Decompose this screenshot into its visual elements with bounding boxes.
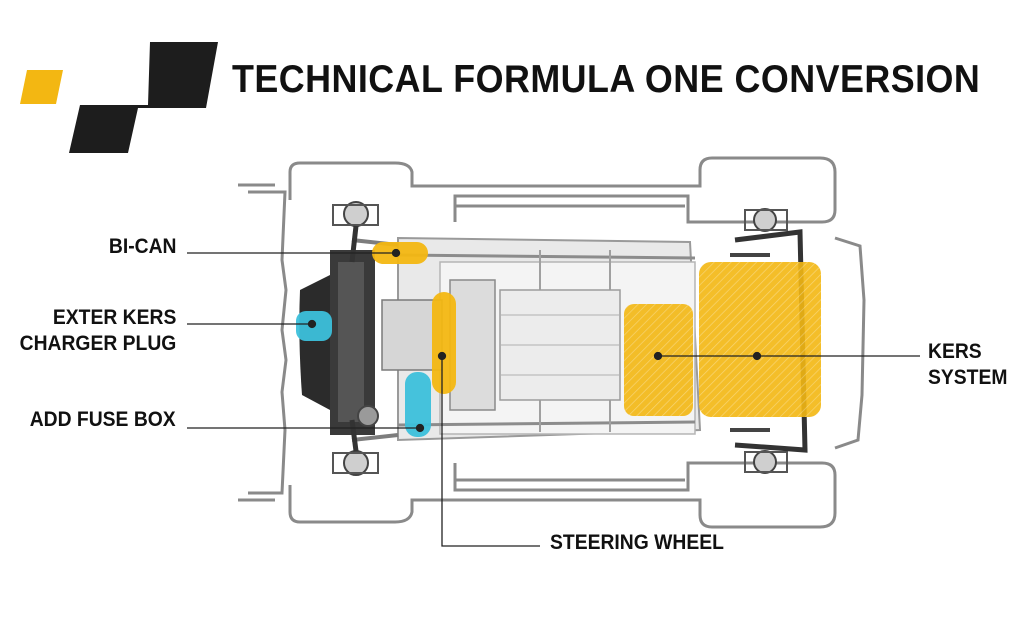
leader-steering-wheel: [441, 356, 540, 547]
front-suspension: [299, 201, 379, 476]
label-bi-can: BI-CAN: [108, 235, 176, 258]
label-add-fuse-box: ADD FUSE BOX: [30, 408, 176, 431]
page-title: TECHNICAL FORMULA ONE CONVERSION: [232, 58, 981, 101]
label-exter-kers-charger-plug: EXTER KERS CHARGER PLUG: [19, 305, 176, 357]
callout-leaders: [187, 248, 920, 547]
logo-dark-block: [69, 42, 218, 153]
logo-yellow-block: [20, 70, 63, 104]
label-steering-wheel: STEERING WHEEL: [550, 531, 724, 554]
label-kers-system: KERS SYSTEM: [928, 339, 1007, 391]
label-exter-kers-line2: CHARGER PLUG: [19, 332, 176, 355]
label-exter-kers-line1: EXTER KERS: [52, 306, 176, 329]
checkered-flag-logo-icon: [20, 42, 218, 153]
fuse-box-block: [405, 372, 431, 437]
car-body-outline: [238, 156, 866, 529]
label-kers-line1: KERS: [928, 340, 982, 363]
label-kers-line2: SYSTEM: [928, 366, 1008, 389]
steering-wheel-block: [432, 292, 456, 394]
highlighted-components: [296, 242, 821, 437]
